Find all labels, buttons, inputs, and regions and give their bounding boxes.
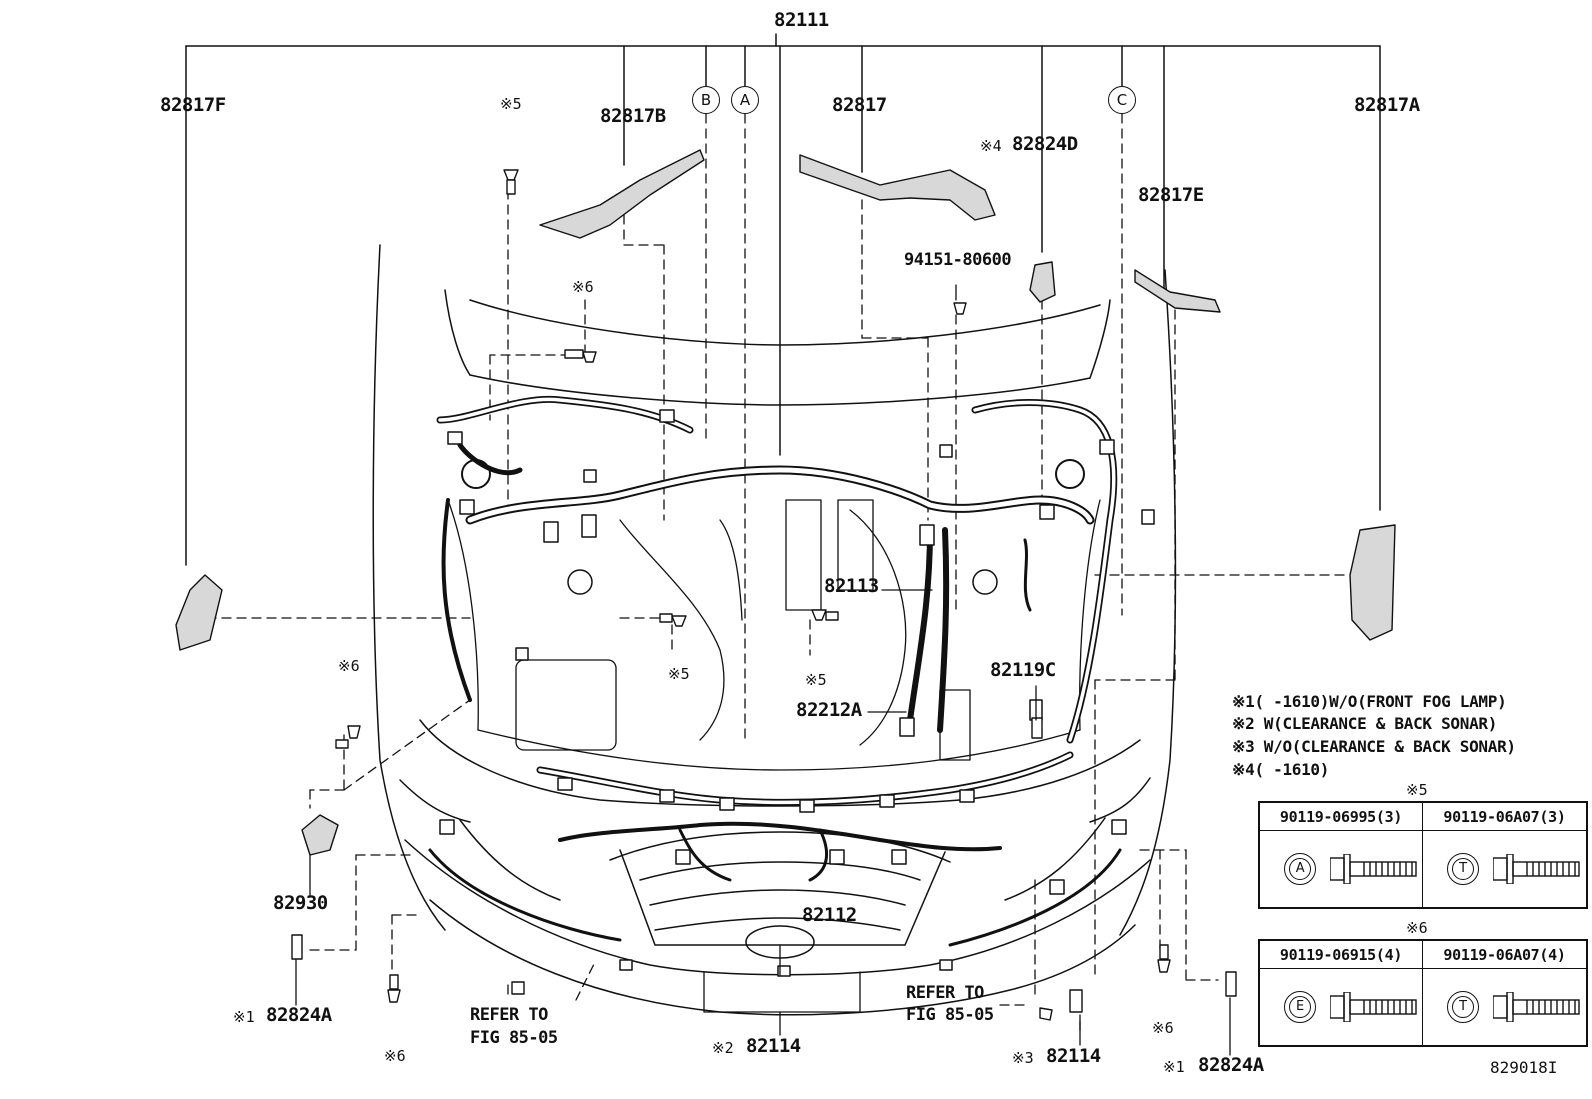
bolt-part-number: 90119-06A07(3) xyxy=(1423,803,1586,831)
refer-left-line1: REFER TO xyxy=(470,1005,548,1025)
bolt-table-6-mark: ※6 xyxy=(1406,919,1428,937)
mark-5-top: ※5 xyxy=(500,95,522,113)
label-94151-80600: 94151-80600 xyxy=(904,250,1012,270)
note-1: ※1( -1610)W/O(FRONT FOG LAMP) xyxy=(1232,692,1507,711)
bolt-head-icon: E xyxy=(1284,991,1316,1023)
bolt-part-number: 90119-06995(3) xyxy=(1260,803,1423,831)
label-82112: 82112 xyxy=(802,904,857,926)
refer-left-line2: FIG 85-05 xyxy=(470,1028,558,1048)
bolt-head-letter: T xyxy=(1452,858,1474,880)
car-body-outline xyxy=(372,244,1177,1016)
bolt-head-icon: T xyxy=(1447,853,1479,885)
bolt-shank-icon xyxy=(1493,992,1580,1022)
mark-4-82824d: ※4 xyxy=(980,137,1002,155)
bolt-head-letter: E xyxy=(1289,996,1311,1018)
mark-6-upper: ※6 xyxy=(572,278,594,296)
label-82824d: 82824D xyxy=(1012,133,1078,155)
bolt-head-icon: A xyxy=(1284,853,1316,885)
grommet-82824d xyxy=(1029,261,1056,303)
mark-6-bottom-right: ※6 xyxy=(1152,1019,1174,1037)
bolts xyxy=(291,169,1237,1021)
label-82817: 82817 xyxy=(832,94,887,116)
bolt-part-number: 90119-06A07(4) xyxy=(1423,941,1586,969)
protector-82817 xyxy=(799,154,996,221)
protector-82817b xyxy=(539,149,705,239)
bolt-illustration: E xyxy=(1260,969,1423,1045)
harness-wires xyxy=(428,395,1122,947)
label-82824a-right: 82824A xyxy=(1198,1054,1264,1076)
mark-6-left: ※6 xyxy=(338,657,360,675)
label-82817f: 82817F xyxy=(160,94,226,116)
label-82817e: 82817E xyxy=(1138,184,1204,206)
label-82930: 82930 xyxy=(273,892,328,914)
bolt-table-5-mark: ※5 xyxy=(1406,781,1428,799)
dashed-leaders xyxy=(206,113,1346,1031)
bolt-illustration: T xyxy=(1423,831,1586,907)
mark-6-bottom-left: ※6 xyxy=(384,1047,406,1065)
mark-5-mid-left: ※5 xyxy=(668,665,690,683)
sensor-82930 xyxy=(301,814,339,856)
mark-1-right: ※1 xyxy=(1163,1058,1185,1076)
bolt-head-letter: A xyxy=(1289,858,1311,880)
mark-3-82114: ※3 xyxy=(1012,1049,1034,1067)
mark-5-mid: ※5 xyxy=(805,671,827,689)
label-82113: 82113 xyxy=(824,575,879,597)
note-4: ※4( -1610) xyxy=(1232,760,1330,779)
label-leaders xyxy=(295,284,1231,1056)
label-82824a-left: 82824A xyxy=(266,1004,332,1026)
bracket-82817f xyxy=(175,574,223,651)
protector-82817e xyxy=(1134,269,1221,313)
bolt-illustration: T xyxy=(1423,969,1586,1045)
ref-circle-a: A xyxy=(731,86,759,114)
bolt-shank-icon xyxy=(1330,854,1417,884)
drawing-number: 829018I xyxy=(1490,1058,1558,1077)
mark-1-left: ※1 xyxy=(233,1008,255,1026)
bolt-head-letter: T xyxy=(1452,996,1474,1018)
label-82114-center: 82114 xyxy=(746,1035,801,1057)
ref-circle-c: C xyxy=(1108,86,1136,114)
refer-right-line1: REFER TO xyxy=(906,983,984,1003)
bolt-table-5: 90119-06995(3) 90119-06A07(3) A T xyxy=(1258,801,1588,909)
label-82817b: 82817B xyxy=(600,105,666,127)
note-2: ※2 W(CLEARANCE & BACK SONAR) xyxy=(1232,714,1498,733)
label-82817a: 82817A xyxy=(1354,94,1420,116)
connectors xyxy=(439,409,1155,977)
bolt-part-number: 90119-06915(4) xyxy=(1260,941,1423,969)
main-harness-leader xyxy=(185,33,1381,566)
note-3: ※3 W/O(CLEARANCE & BACK SONAR) xyxy=(1232,737,1516,756)
bolt-shank-icon xyxy=(1330,992,1417,1022)
bolt-head-icon: T xyxy=(1447,991,1479,1023)
bolt-illustration: A xyxy=(1260,831,1423,907)
refer-right-line2: FIG 85-05 xyxy=(906,1005,994,1025)
label-82119c: 82119C xyxy=(990,659,1056,681)
mark-2-82114: ※2 xyxy=(712,1039,734,1057)
bolt-table-6: 90119-06915(4) 90119-06A07(4) E T xyxy=(1258,939,1588,1047)
bolt-shank-icon xyxy=(1493,854,1580,884)
protector-82817a xyxy=(1349,524,1396,641)
ref-circle-b: B xyxy=(692,86,720,114)
label-82111: 82111 xyxy=(774,9,829,31)
label-82114-right: 82114 xyxy=(1046,1045,1101,1067)
label-82212a: 82212A xyxy=(796,699,862,721)
